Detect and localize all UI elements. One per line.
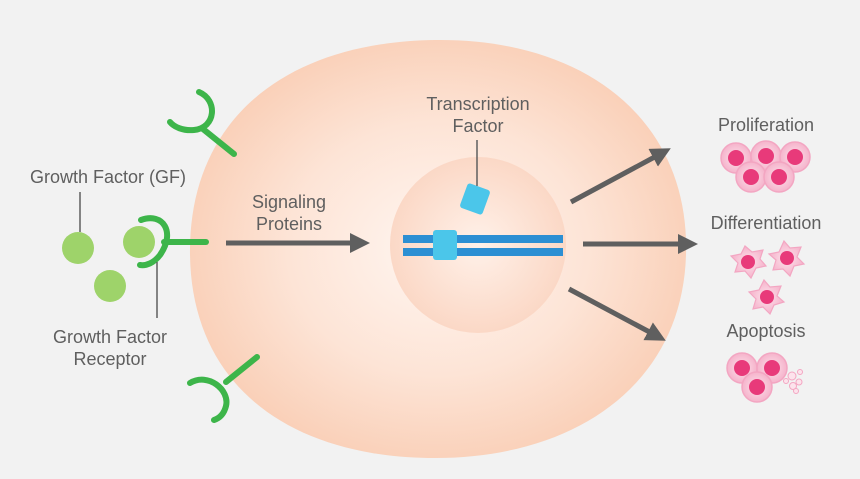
nucleus [390,157,566,333]
differentiation-cells-icon [729,239,806,316]
apoptosis-label: Apoptosis [726,321,805,341]
differentiation-label: Differentiation [711,213,822,233]
receptor-label-line2: Receptor [73,349,146,369]
proliferation-label: Proliferation [718,115,814,135]
transcription-factor-free [460,183,490,215]
receptor-middle [137,215,209,269]
receptor-top [167,89,237,157]
growth-factor-molecule [62,232,94,264]
apoptosis-cells-icon [726,352,803,403]
apoptosis-arrow [567,286,666,341]
proliferation-arrow [569,148,671,205]
proliferation-cells-icon [720,140,811,193]
growth-factor-molecule [123,226,155,258]
receptor-label-line1: Growth Factor [53,327,167,347]
dna-strand-top [403,235,563,243]
transcription-label-line1: Transcription [426,94,529,114]
growth-factor-molecule [94,270,126,302]
transcription-factor-bound [433,230,457,260]
growth-factor-label: Growth Factor (GF) [30,167,186,187]
transcription-label-line2: Factor [452,116,503,136]
signaling-label-line1: Signaling [252,192,326,212]
signaling-label-line2: Proteins [256,214,322,234]
dna-strand-bottom [403,248,563,256]
receptor-bottom [187,354,260,423]
